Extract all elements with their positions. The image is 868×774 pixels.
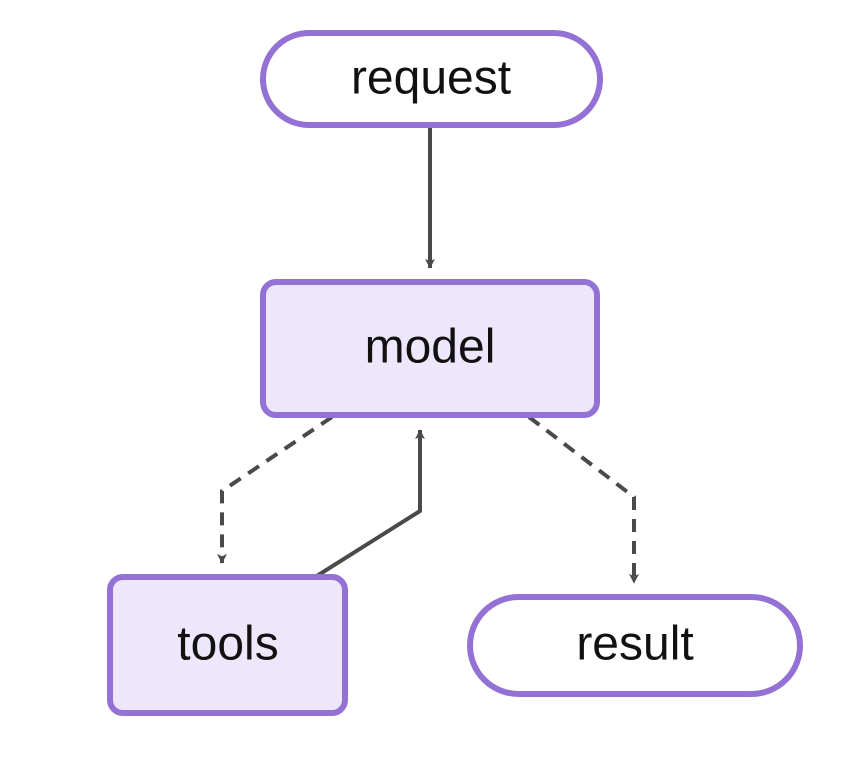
edge-layer (217, 127, 639, 584)
node-layer: request model tools result (107, 30, 803, 716)
node-tools[interactable]: tools (107, 574, 348, 716)
node-request-label: request (351, 52, 511, 105)
node-result-label: result (576, 618, 693, 671)
node-tools-shape (107, 574, 348, 716)
node-request-shape (260, 30, 603, 128)
node-result-shape (467, 594, 803, 697)
edge-tools-to-model[interactable] (310, 429, 425, 581)
edge-model-to-result[interactable] (527, 415, 639, 584)
edge-model-to-tools[interactable] (217, 415, 334, 564)
node-model-shape (260, 279, 600, 418)
node-model[interactable]: model (260, 279, 600, 418)
node-model-label: model (365, 321, 496, 374)
node-tools-label: tools (177, 618, 278, 671)
node-result[interactable]: result (467, 594, 803, 697)
node-request[interactable]: request (260, 30, 603, 128)
